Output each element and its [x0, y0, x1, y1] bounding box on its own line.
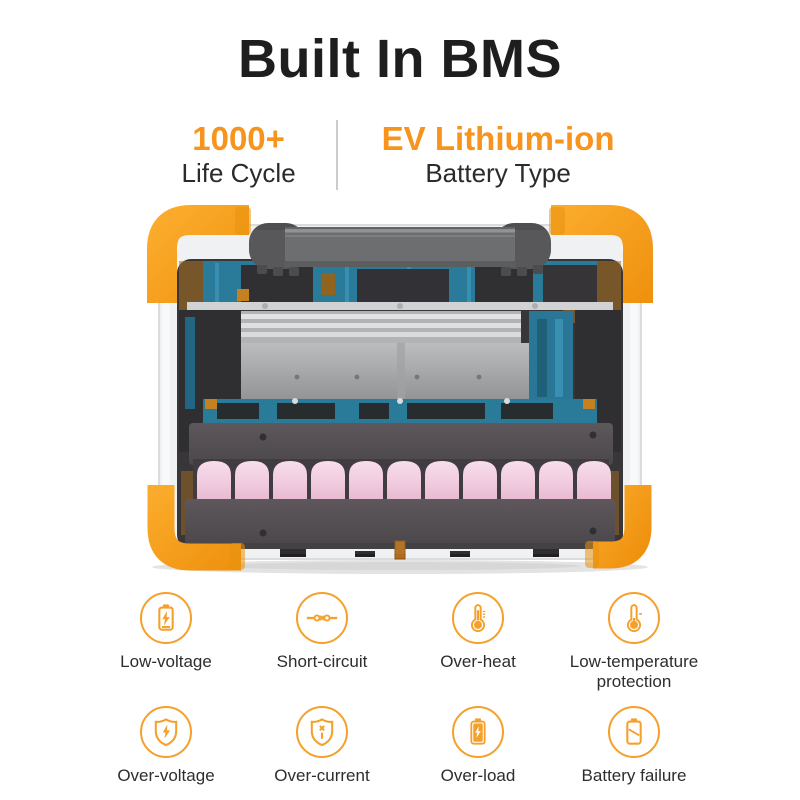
- feature-label: Over-voltage: [117, 766, 215, 785]
- battery-bolt-icon: [140, 592, 192, 644]
- shield-x-icon: [296, 706, 348, 758]
- stat-value: EV Lithium-ion: [381, 119, 615, 157]
- battery-cells: [197, 461, 611, 505]
- feature-low-voltage: Low-voltage: [88, 592, 244, 698]
- carry-handle: [249, 223, 551, 276]
- stats-divider: [335, 120, 338, 190]
- corner-bumpers-bottom: [147, 485, 652, 571]
- power-station-cutaway: [147, 205, 653, 574]
- battery-slash-icon: [608, 706, 660, 758]
- feature-grid: Low-voltage Short-circuit: [0, 592, 800, 786]
- stat-battery-type: EV Lithium-ion Battery Type: [338, 119, 659, 189]
- feature-label: Over-load: [440, 766, 516, 785]
- page-title: Built In BMS: [238, 29, 562, 89]
- feature-over-current: Over-current: [244, 706, 400, 786]
- thermometer-high-icon: [452, 592, 504, 644]
- feature-label: Over-current: [274, 766, 370, 785]
- feature-label: Battery failure: [581, 766, 687, 785]
- feature-over-load: Over-load: [400, 706, 556, 786]
- corner-bumpers: [147, 205, 653, 303]
- feature-label: Short-circuit: [276, 652, 368, 671]
- short-circuit-icon: [296, 592, 348, 644]
- feature-short-circuit: Short-circuit: [244, 592, 400, 698]
- feature-label: Low-temperature protection: [569, 652, 699, 692]
- feature-over-voltage: Over-voltage: [88, 706, 244, 786]
- stat-life-cycle: 1000+ Life Cycle: [142, 119, 336, 189]
- feature-label: Low-voltage: [120, 652, 212, 671]
- shield-bolt-icon: [140, 706, 192, 758]
- feature-label: Over-heat: [440, 652, 516, 671]
- feature-battery-failure: Battery failure: [556, 706, 712, 786]
- battery-filled-bolt-icon: [452, 706, 504, 758]
- product-image: [145, 203, 655, 585]
- feature-row-2: Over-voltage Over-current: [88, 706, 712, 786]
- stat-label: Life Cycle: [181, 158, 296, 189]
- feature-row-1: Low-voltage Short-circuit: [88, 592, 712, 698]
- feature-over-heat: Over-heat: [400, 592, 556, 698]
- stat-label: Battery Type: [425, 158, 571, 189]
- stat-value: 1000+: [192, 119, 285, 157]
- stats-row: 1000+ Life Cycle EV Lithium-ion Battery …: [0, 120, 800, 190]
- feature-low-temperature: Low-temperature protection: [556, 592, 712, 698]
- thermometer-low-icon: [608, 592, 660, 644]
